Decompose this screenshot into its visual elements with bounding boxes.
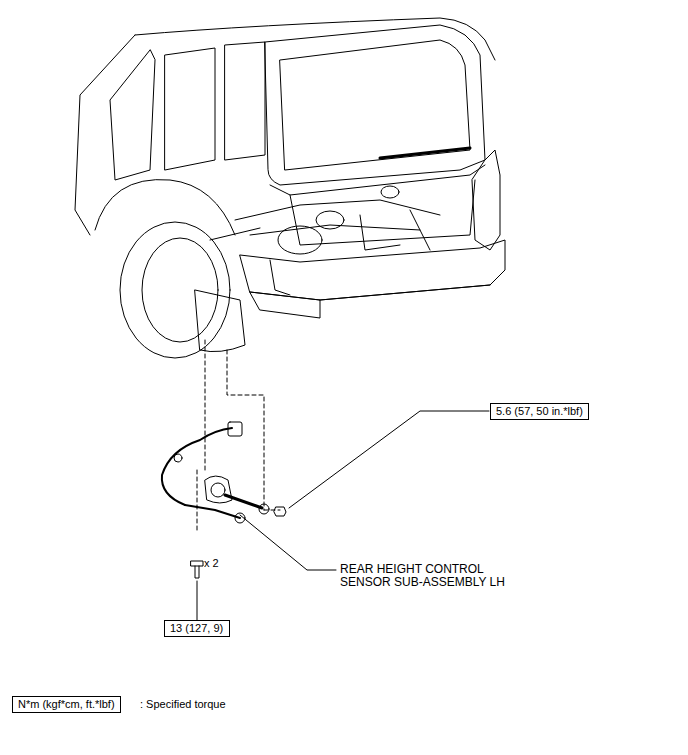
- torque-value: 13 (127, 9): [170, 622, 224, 635]
- torque-box: 13 (127, 9): [164, 620, 230, 637]
- torque-box: 5.6 (57, 50 in.*lbf): [490, 403, 589, 420]
- torque-value: 5.6 (57, 50 in.*lbf): [496, 405, 583, 418]
- legend-text: : Specified torque: [140, 698, 226, 711]
- quantity-label: x 2: [204, 557, 219, 570]
- unit-box: N*m (kgf*cm, ft.*lbf): [12, 696, 121, 713]
- torque-value: N*m (kgf*cm, ft.*lbf): [18, 698, 115, 711]
- part-name: REAR HEIGHT CONTROL SENSOR SUB-ASSEMBLY …: [340, 563, 525, 589]
